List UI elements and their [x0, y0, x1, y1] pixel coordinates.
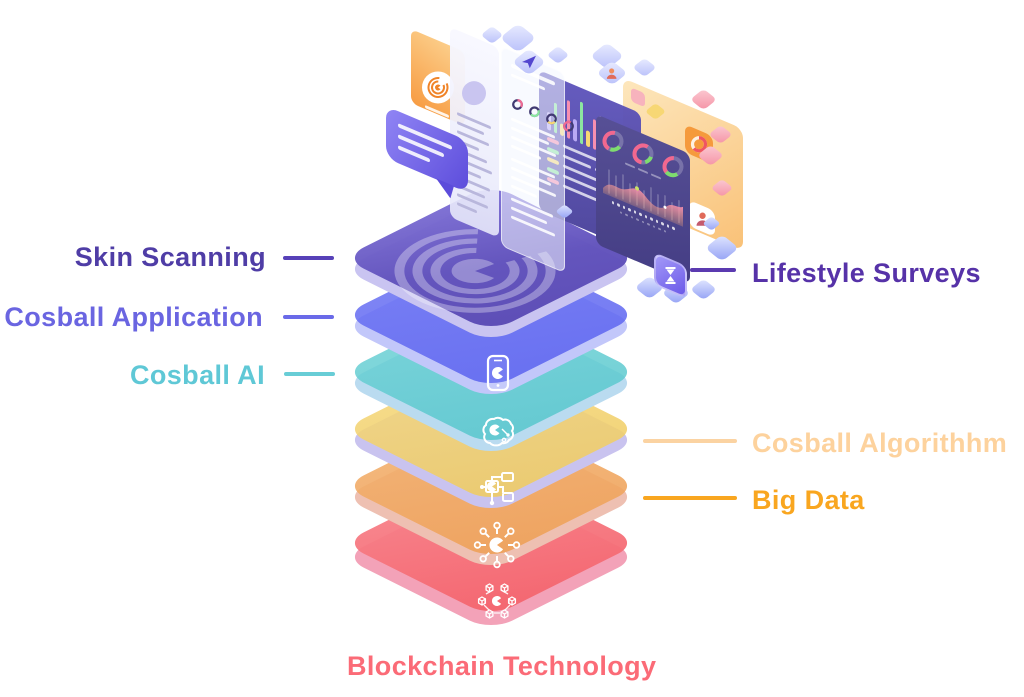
user-icon — [607, 68, 617, 79]
donut-icons-row — [511, 95, 575, 135]
bar — [586, 129, 590, 148]
profile-document-panel — [450, 27, 499, 238]
summary-card-peach — [623, 78, 743, 251]
bar — [579, 101, 583, 145]
connector-lifestyle-surveys — [690, 268, 736, 272]
brand-card — [411, 29, 465, 126]
label-blockchain-technology: Blockchain Technology — [347, 651, 657, 681]
paper-plane-icon — [522, 55, 536, 69]
floating-tile — [546, 45, 570, 65]
text-line — [457, 111, 491, 130]
brain-c-icon — [482, 416, 515, 447]
connector-cosball-ai — [284, 372, 335, 376]
area-chart — [603, 169, 683, 227]
flowchart-c-icon — [480, 472, 514, 506]
connector-cosball-application — [283, 315, 334, 319]
label-cosball-algorithhm: Cosball Algorithhm — [752, 428, 1008, 458]
report-document-panel — [501, 46, 574, 274]
label-skin-scanning: Skin Scanning — [74, 242, 266, 272]
smartphone-c-icon — [486, 354, 510, 392]
hourglass-badge — [654, 252, 687, 300]
analytics-dashboard-gauges — [596, 114, 690, 284]
connector-big-data — [643, 496, 737, 500]
floating-tile — [632, 57, 657, 78]
red-donut-tile — [685, 124, 713, 165]
label-big-data: Big Data — [752, 485, 865, 515]
floating-tile — [690, 278, 717, 301]
label-cosball-application: Cosball Application — [4, 302, 263, 332]
connector-skin-scanning — [283, 256, 334, 260]
user-tile — [596, 60, 628, 86]
text-line — [511, 206, 547, 225]
gauge-donuts — [596, 122, 690, 186]
concentric-c-rings-icon — [422, 71, 454, 104]
text-line — [457, 201, 477, 214]
avatar-circle — [462, 81, 486, 106]
blockchain-cubes-c-icon — [477, 583, 517, 619]
label-lifestyle-surveys: Lifestyle Surveys — [752, 258, 981, 288]
tile — [631, 87, 645, 108]
label-cosball-ai: Cosball AI — [129, 360, 265, 390]
paper-plane-tile — [512, 48, 546, 76]
network-hub-c-icon — [473, 521, 521, 569]
hourglass-icon — [665, 267, 676, 285]
connector-cosball-algorithhm — [643, 439, 737, 443]
floating-tile — [690, 88, 717, 111]
